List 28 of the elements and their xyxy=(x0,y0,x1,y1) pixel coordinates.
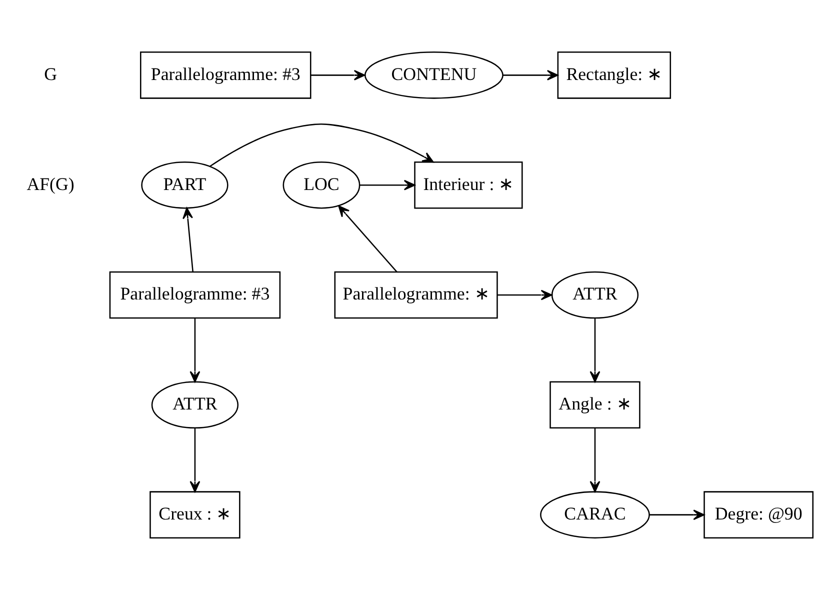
arrow xyxy=(502,70,558,80)
node-box: Degre: @90 xyxy=(703,491,814,538)
arrow xyxy=(310,70,365,80)
node-box: Parallelogramme: ∗ xyxy=(334,271,498,319)
arrow xyxy=(189,318,200,382)
node-box: Rectangle: ∗ xyxy=(556,52,671,99)
arrow xyxy=(496,290,552,300)
node-box: Interieur : ∗ xyxy=(414,161,522,209)
label: AF(G) xyxy=(26,174,74,194)
arrow xyxy=(338,205,397,272)
node-ellipse: ATTR xyxy=(550,271,638,319)
node-ellipse: ATTR xyxy=(150,381,238,429)
node-box: Creux : ∗ xyxy=(149,491,240,538)
arrow xyxy=(189,428,200,492)
arrow xyxy=(209,123,434,167)
node-ellipse: CONTENU xyxy=(364,52,503,99)
arrow xyxy=(589,318,600,382)
node-ellipse: LOC xyxy=(282,161,360,209)
label: G xyxy=(44,64,56,84)
node-box: Angle : ∗ xyxy=(549,381,640,429)
node-box: Parallelogramme: #3 xyxy=(140,52,311,99)
arrow xyxy=(589,428,600,492)
arrow xyxy=(182,207,193,272)
node-ellipse: PART xyxy=(140,161,228,209)
node-ellipse: CARAC xyxy=(540,491,650,538)
arrow xyxy=(359,180,415,190)
arrow xyxy=(648,510,704,520)
node-box: Parallelogramme: #3 xyxy=(108,271,280,319)
